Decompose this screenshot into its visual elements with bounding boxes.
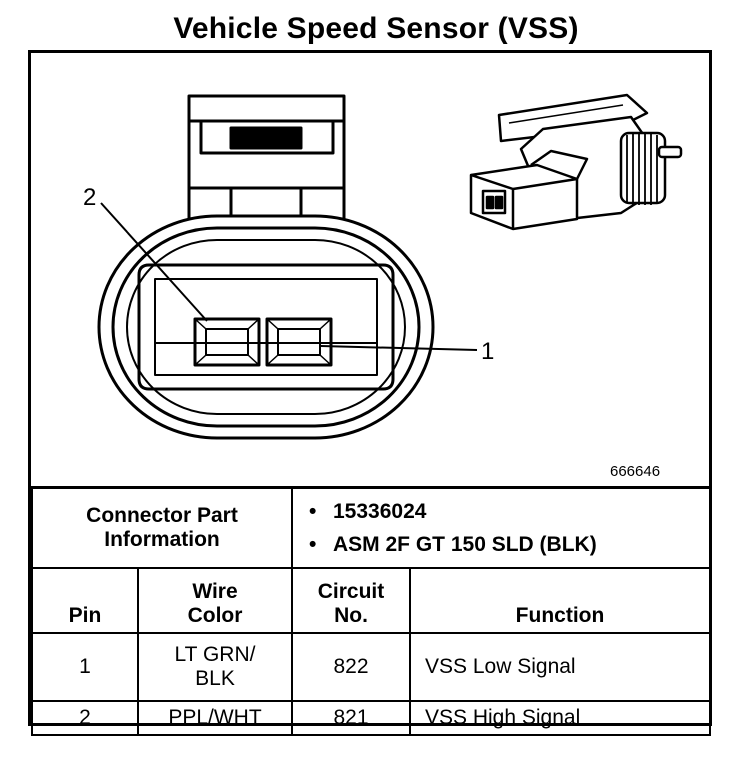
pin-1-leader (320, 345, 478, 351)
pin-1-terminal (265, 317, 333, 367)
header-circuit-no: Circuit No. (291, 567, 411, 634)
connector-3d-illustration (469, 93, 683, 231)
header-function: Function (408, 567, 712, 634)
row-pin: 1 (31, 632, 139, 702)
table-row: 1 LT GRN/ BLK 822 VSS Low Signal (31, 632, 712, 702)
pin-1-label: 1 (481, 338, 494, 365)
connector-part-list: 15336024 ASM 2F GT 150 SLD (BLK) (290, 486, 712, 569)
row-function: VSS High Signal (408, 700, 712, 736)
row-circuit: 822 (291, 632, 411, 702)
connector-cavity (137, 263, 395, 391)
connector-part-label: Connector Part Information (31, 486, 293, 569)
table-header-row: Pin Wire Color Circuit No. Function (31, 567, 712, 634)
row-pin: 2 (31, 700, 139, 736)
row-wire-color: LT GRN/ BLK (137, 632, 293, 702)
part-number: 15336024 (309, 495, 709, 528)
page-title: Vehicle Speed Sensor (VSS) (173, 12, 579, 45)
connector-diagram: 2 1 (83, 93, 683, 440)
connector-latch (187, 94, 346, 230)
figure-id: 666646 (610, 463, 661, 480)
header-pin: Pin (31, 567, 139, 634)
connector-seal (126, 239, 406, 415)
pin-2-leader (100, 202, 208, 322)
connector-shell-inner (111, 226, 421, 428)
pin-2-label: 2 (83, 184, 96, 211)
part-description: ASM 2F GT 150 SLD (BLK) (309, 528, 709, 561)
row-function: VSS Low Signal (408, 632, 712, 702)
connector-table: Connector Part Information 15336024 ASM … (31, 486, 712, 736)
pin-2-terminal (193, 317, 261, 367)
row-circuit: 821 (291, 700, 411, 736)
row-wire-color: PPL/WHT (137, 700, 293, 736)
header-wire-color: Wire Color (137, 567, 293, 634)
table-row: 2 PPL/WHT 821 VSS High Signal (31, 700, 712, 736)
